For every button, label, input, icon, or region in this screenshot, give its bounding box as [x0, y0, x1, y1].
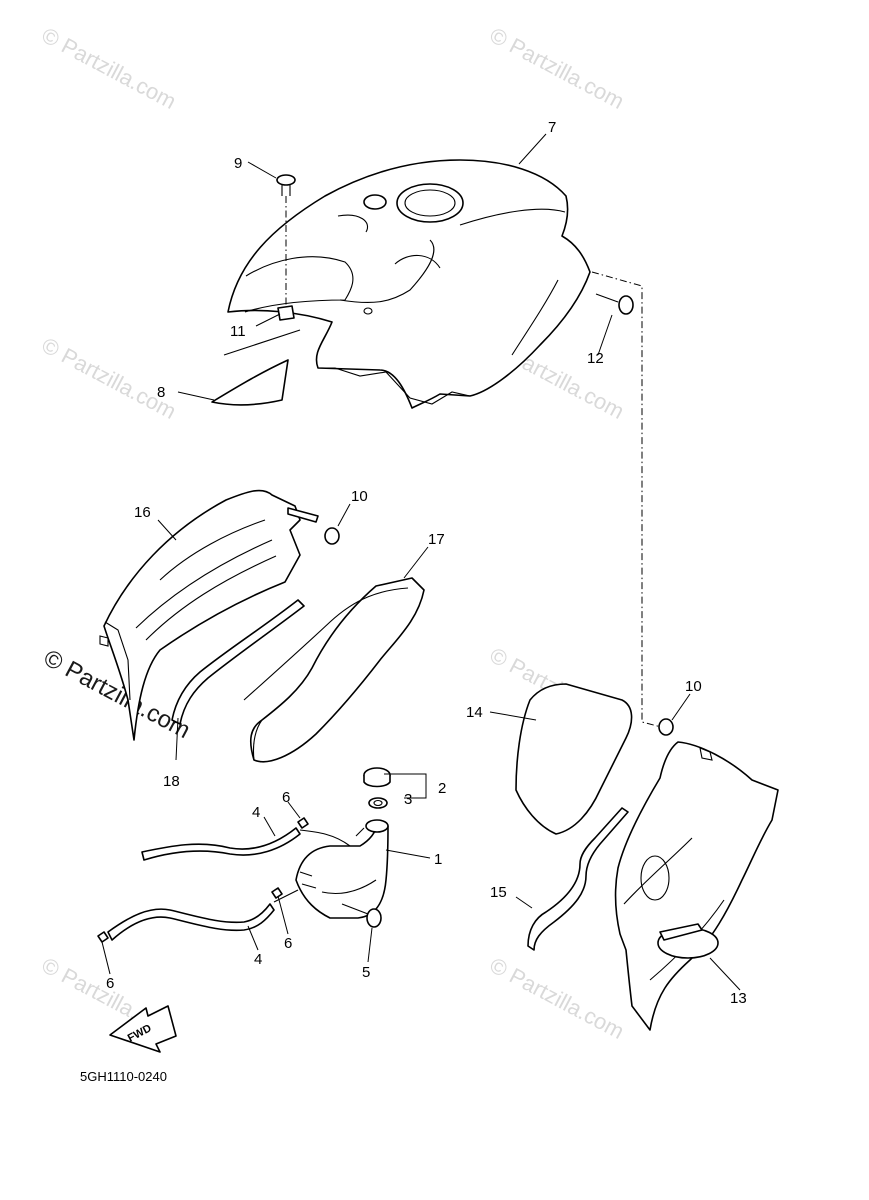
- clip-part-6: [97, 931, 109, 943]
- callout-labels: 1 2 3 4 4 5 6 6 6 7 8 9 10 10 11 12 13 1…: [106, 119, 747, 1007]
- watermark: © Partzilla.com: [486, 22, 629, 114]
- side-panel-detail: [252, 719, 263, 761]
- callout-18: 18: [163, 773, 180, 790]
- callout-1: 1: [434, 851, 442, 868]
- clip-part-6: [271, 887, 283, 899]
- callout-9: 9: [234, 155, 242, 172]
- callout-14: 14: [466, 704, 483, 721]
- tank-cover-part-7: [227, 159, 591, 409]
- side-panel-detail: [243, 587, 409, 701]
- watermark: © Partzilla.com: [486, 952, 629, 1044]
- seal-strip-part-15: [527, 807, 629, 951]
- reservoir-tank-part-1: [295, 819, 389, 919]
- screw-part-9: [276, 174, 296, 196]
- grommet-part-10: [324, 527, 340, 545]
- callout-5: 5: [362, 964, 370, 981]
- forward-arrow-icon: FWD: [109, 1005, 177, 1053]
- callout-12: 12: [587, 350, 604, 367]
- hose-part-4: [141, 827, 301, 861]
- right-side-cover-part-13: [614, 741, 779, 1031]
- drawing-code: 5GH1110-0240: [80, 1069, 167, 1084]
- callout-2: 2: [438, 780, 446, 797]
- watermark: © Partzilla.com: [38, 332, 181, 424]
- leader-lines: [101, 133, 741, 991]
- callout-10: 10: [685, 678, 702, 695]
- callout-4: 4: [254, 951, 262, 968]
- hose-connector: [273, 889, 299, 903]
- bolt-part-5: [341, 903, 382, 928]
- callout-15: 15: [490, 884, 507, 901]
- callout-17: 17: [428, 531, 445, 548]
- callout-3: 3: [404, 791, 412, 808]
- pad-part-14: [515, 683, 633, 835]
- bolt-part-12: [595, 293, 634, 315]
- callout-6: 6: [284, 935, 292, 952]
- assembly-reference-line: [591, 271, 666, 729]
- seal-strip-part-18: [171, 599, 305, 725]
- callout-16: 16: [134, 504, 151, 521]
- side-panel-part-17: [249, 577, 425, 763]
- emblem-part-8: [211, 359, 289, 406]
- hose-part-4: [107, 903, 275, 941]
- cap-part-2: [363, 767, 391, 788]
- washer-part-3: [368, 797, 388, 809]
- left-side-cover-part-16: [99, 489, 319, 741]
- clip-part-6: [297, 817, 309, 829]
- watermark: © Partzilla.com: [38, 22, 181, 114]
- callout-13: 13: [730, 990, 747, 1007]
- hose-connector: [299, 829, 351, 847]
- callout-8: 8: [157, 384, 165, 401]
- callout-10: 10: [351, 488, 368, 505]
- emblem-guide-line: [223, 329, 301, 356]
- callout-6: 6: [106, 975, 114, 992]
- nut-part-11: [277, 305, 295, 321]
- grommet-part-10: [658, 718, 674, 736]
- callout-4: 4: [252, 804, 260, 821]
- callout-7: 7: [548, 119, 556, 136]
- callout-6: 6: [282, 789, 290, 806]
- callout-11: 11: [230, 323, 246, 340]
